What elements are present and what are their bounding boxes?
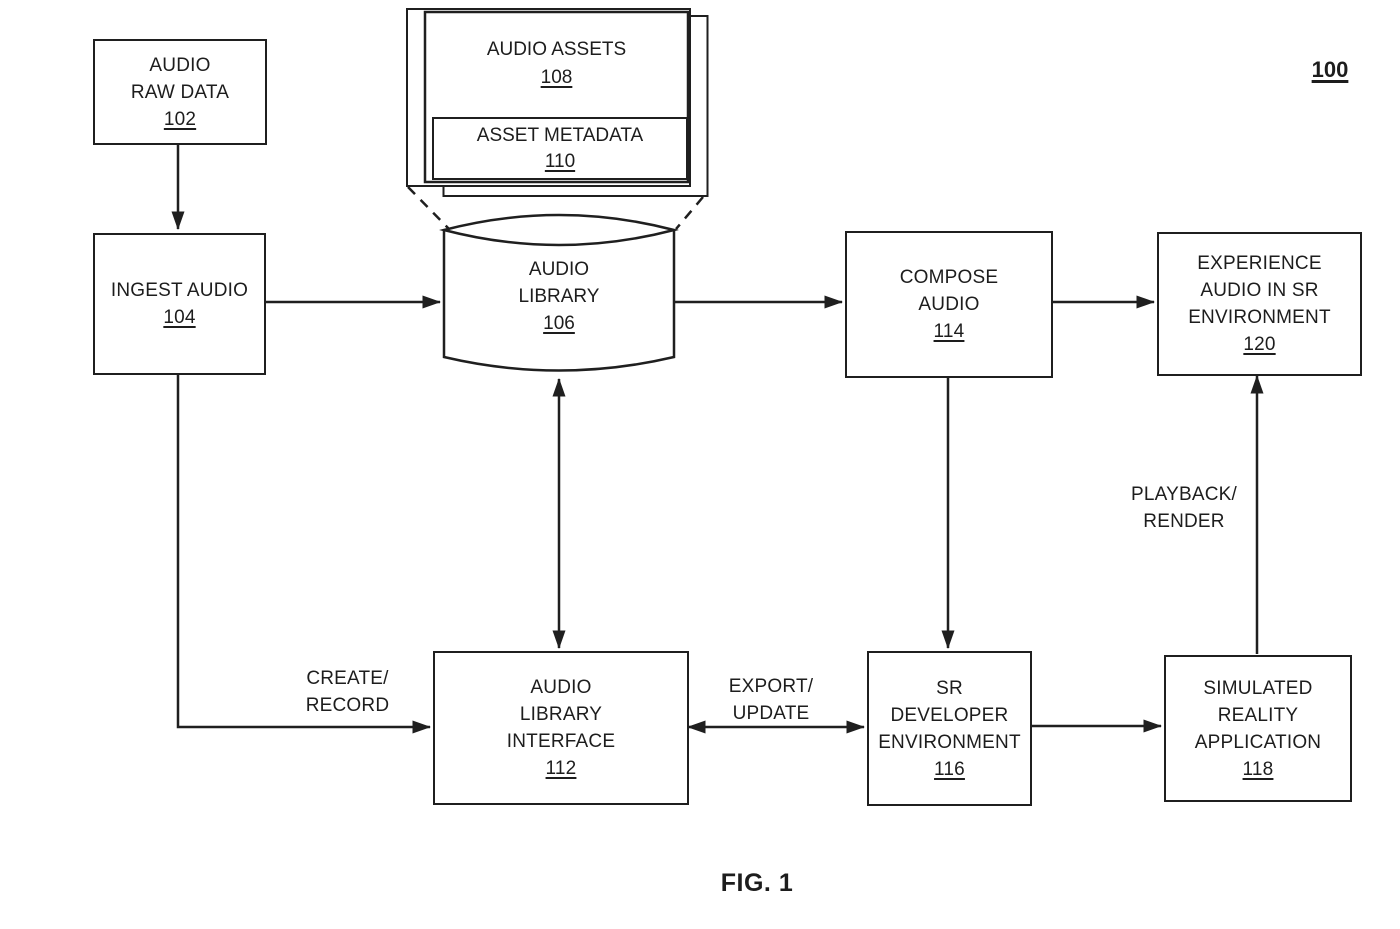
node-label: AUDIO bbox=[528, 259, 590, 280]
node-ref: 112 bbox=[545, 758, 577, 779]
node-asset-metadata: ASSET METADATA 110 bbox=[432, 117, 688, 180]
node-ref: 118 bbox=[1242, 758, 1274, 780]
node-label: AUDIO IN SR bbox=[1200, 280, 1319, 301]
edge-label-playback-render: PLAYBACK/ RENDER bbox=[1122, 481, 1246, 535]
dashed-link-right bbox=[675, 196, 704, 230]
figure-reference-number: 100 bbox=[1311, 57, 1349, 82]
dashed-link-left bbox=[407, 186, 450, 230]
node-ref: 110 bbox=[544, 150, 576, 172]
node-label: ASSET METADATA bbox=[476, 124, 644, 146]
edge-label-create-record: CREATE/ RECORD bbox=[285, 665, 410, 719]
node-ref: 108 bbox=[540, 67, 573, 88]
node-audio-library: AUDIO LIBRARY 106 bbox=[444, 256, 674, 337]
cylinder-body bbox=[442, 230, 676, 372]
node-simulated-reality-application: SIMULATED REALITY APPLICATION 118 bbox=[1164, 655, 1352, 802]
arrow-ingest-to-interface-create-record bbox=[176, 371, 431, 734]
node-ingest-audio: INGEST AUDIO 104 bbox=[93, 233, 266, 375]
node-label: AUDIO ASSETS bbox=[486, 39, 627, 60]
stack-to-library-dashed-links bbox=[407, 186, 704, 230]
node-label: RAW DATA bbox=[130, 81, 230, 103]
node-audio-raw-data: AUDIO RAW DATA 102 bbox=[93, 39, 267, 145]
node-label: INGEST AUDIO bbox=[110, 280, 249, 301]
cylinder-top-lens bbox=[439, 213, 679, 247]
node-label: APPLICATION bbox=[1194, 731, 1322, 753]
node-ref: 120 bbox=[1243, 334, 1276, 355]
edge-label-line: PLAYBACK/ bbox=[1131, 484, 1237, 505]
node-label: AUDIO bbox=[530, 677, 592, 698]
edge-label-line: EXPORT/ bbox=[728, 676, 814, 697]
edge-label-line: RENDER bbox=[1143, 511, 1225, 532]
edge-label-export-update: EXPORT/ UPDATE bbox=[709, 673, 833, 727]
node-label: ENVIRONMENT bbox=[1188, 307, 1331, 328]
edge-label-line: CREATE/ bbox=[306, 668, 389, 689]
node-label: AUDIO bbox=[918, 294, 980, 315]
node-label: DEVELOPER bbox=[890, 704, 1009, 726]
node-compose-audio: COMPOSE AUDIO 114 bbox=[845, 231, 1053, 378]
node-ref: 102 bbox=[163, 108, 197, 130]
edge-label-line: RECORD bbox=[305, 695, 390, 716]
node-sr-developer-environment: SR DEVELOPER ENVIRONMENT 116 bbox=[867, 651, 1032, 806]
edge-label-line: UPDATE bbox=[732, 703, 810, 724]
node-ref: 104 bbox=[163, 307, 196, 328]
flow-arrows bbox=[171, 141, 1264, 734]
node-label: LIBRARY bbox=[518, 286, 600, 307]
node-label: ENVIRONMENT bbox=[878, 731, 1021, 753]
node-audio-assets: AUDIO ASSETS 108 bbox=[427, 36, 686, 92]
node-ref: 114 bbox=[933, 321, 965, 342]
node-label: EXPERIENCE bbox=[1197, 253, 1322, 274]
node-label: REALITY bbox=[1217, 704, 1299, 726]
audio-library-cylinder bbox=[439, 213, 679, 372]
node-label: SR bbox=[936, 677, 963, 699]
figure-caption: FIG. 1 bbox=[720, 869, 794, 897]
node-label: LIBRARY bbox=[519, 704, 603, 725]
node-experience-audio-in-sr-environment: EXPERIENCE AUDIO IN SR ENVIRONMENT 120 bbox=[1157, 232, 1362, 376]
node-ref: 116 bbox=[934, 758, 965, 780]
node-audio-library-interface: AUDIO LIBRARY INTERFACE 112 bbox=[433, 651, 689, 805]
node-ref: 106 bbox=[543, 313, 575, 334]
node-label: SIMULATED bbox=[1203, 677, 1313, 699]
node-label: AUDIO bbox=[149, 54, 211, 76]
node-label: INTERFACE bbox=[506, 731, 616, 752]
node-label: COMPOSE bbox=[899, 267, 999, 288]
